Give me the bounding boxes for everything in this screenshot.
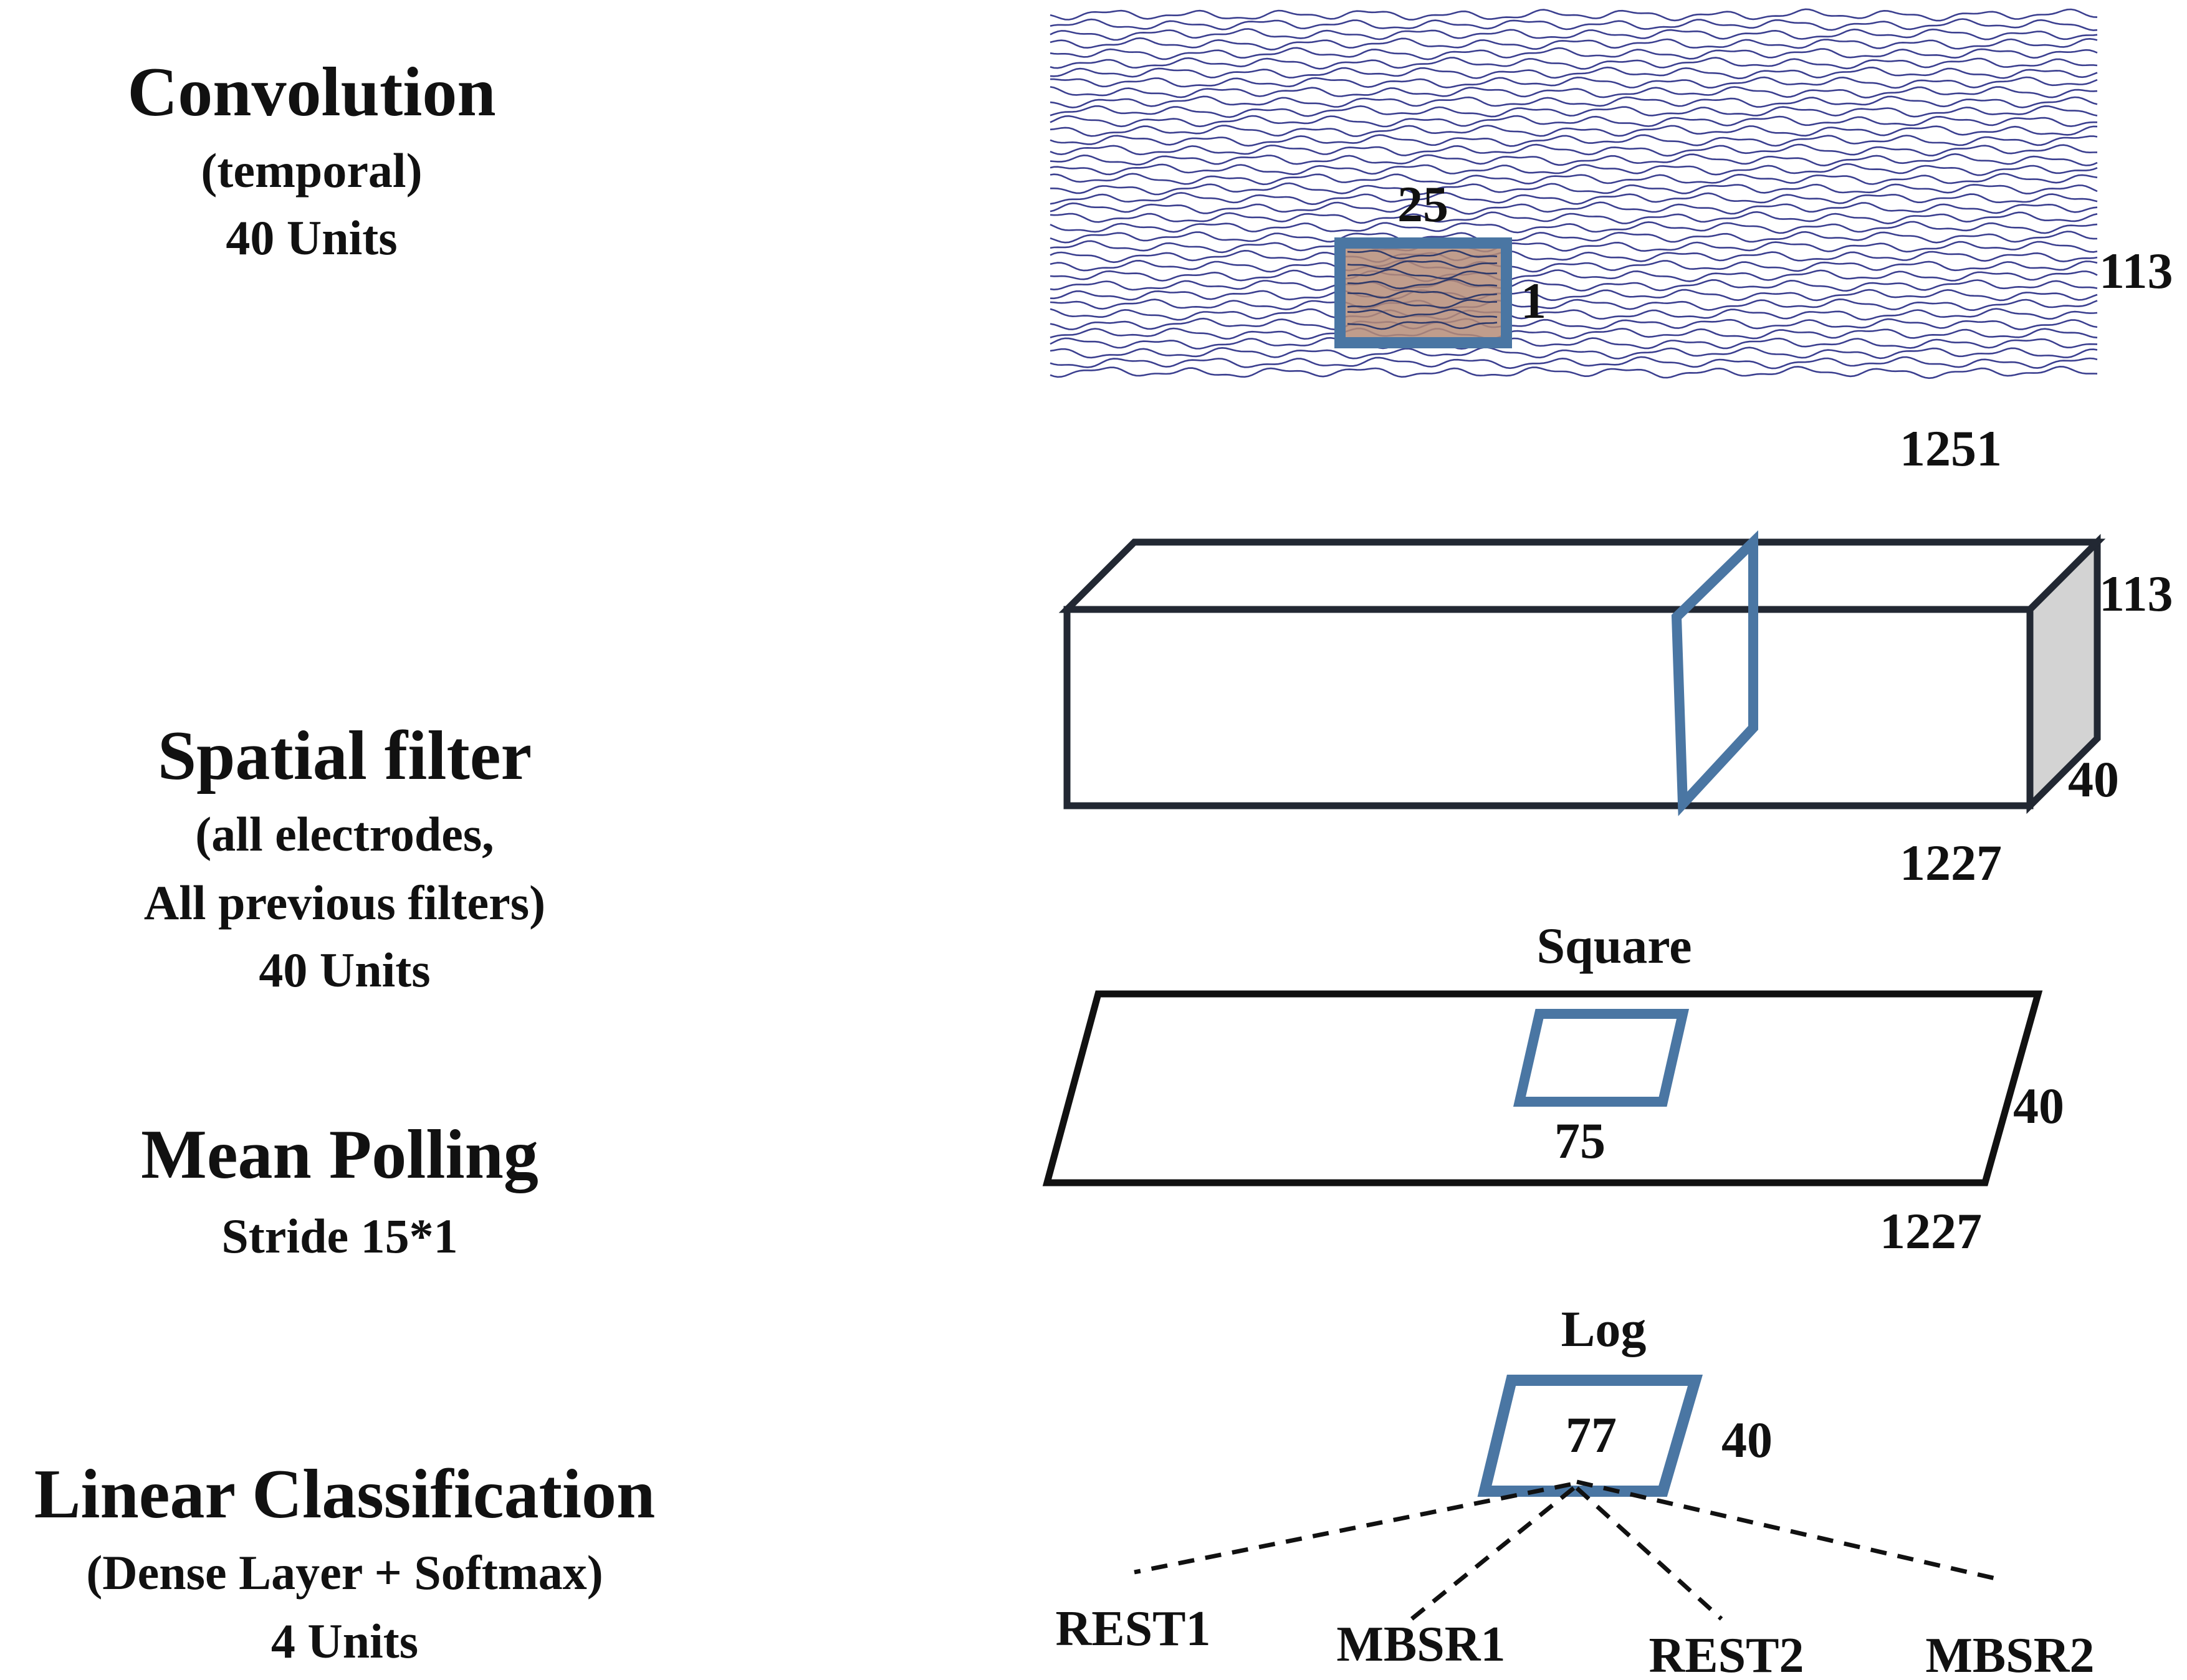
- eeg-waveforms: [1050, 8, 2098, 379]
- eeg-trace: [1050, 76, 2098, 89]
- pooling-window-label: 75: [1554, 1112, 1606, 1169]
- kernel-trace: [1347, 321, 1498, 330]
- eeg-trace: [1050, 37, 2098, 51]
- eeg-trace: [1050, 221, 2098, 234]
- kernel-trace: [1347, 249, 1498, 260]
- class-label-rest1: REST1: [1056, 1601, 1211, 1656]
- eeg-trace: [1050, 18, 2098, 31]
- connector-mbsr2: [1576, 1479, 2001, 1582]
- eeg-trace: [1050, 279, 2098, 292]
- pooling-plane: [1042, 990, 2043, 1186]
- kernel-waveforms: [1347, 249, 1498, 330]
- classification-units: 4 Units: [271, 1614, 418, 1668]
- eeg-trace: [1050, 298, 2098, 312]
- square-op-label: Square: [1536, 917, 1692, 974]
- eeg-trace: [1050, 47, 2098, 60]
- spatial-length-label: 1227: [1900, 834, 2002, 891]
- kernel-height-label: 1: [1521, 272, 1546, 329]
- pooling-title: Mean Polling: [141, 1116, 538, 1193]
- stage-spatial-label: Spatial filter (all electrodes, All prev…: [144, 717, 545, 997]
- kernel-trace: [1347, 269, 1498, 280]
- classification-subtitle: (Dense Layer + Softmax): [86, 1545, 603, 1600]
- eeg-trace: [1050, 57, 2098, 70]
- eeg-trace: [1050, 182, 2098, 196]
- conv-length-label: 1251: [1900, 420, 2002, 477]
- spatial-title: Spatial filter: [158, 717, 532, 795]
- eeg-trace: [1050, 249, 2098, 264]
- kernel-trace: [1347, 290, 1498, 300]
- eeg-trace: [1050, 231, 2098, 244]
- eeg-trace: [1050, 240, 2098, 254]
- spatial-channels-label: 113: [2099, 565, 2173, 622]
- eeg-trace: [1050, 28, 2098, 41]
- convolution-title: Convolution: [127, 54, 495, 131]
- kernel-trace: [1347, 298, 1498, 309]
- eeg-trace: [1050, 201, 2098, 215]
- conv-channels-label: 113: [2099, 242, 2173, 299]
- connector-rest1: [1134, 1482, 1571, 1575]
- eeg-trace: [1050, 356, 2098, 370]
- kernel-trace: [1347, 308, 1498, 318]
- eeg-trace: [1050, 105, 2098, 118]
- box-front-face: [1063, 606, 2034, 809]
- stage-pooling-label: Mean Polling Stride 15*1: [141, 1116, 538, 1263]
- eeg-trace: [1050, 269, 2098, 282]
- stage-classification-label: Linear Classification (Dense Layer + Sof…: [34, 1456, 656, 1668]
- eeg-trace: [1050, 346, 2098, 360]
- classification-title: Linear Classification: [34, 1456, 656, 1533]
- log-size-label: 77: [1566, 1406, 1617, 1463]
- eeg-trace: [1050, 308, 2098, 321]
- eeg-signal-block: 25 1 113 1251: [1050, 8, 2173, 477]
- log-depth-label: 40: [1721, 1411, 1773, 1468]
- convolution-subtitle: (temporal): [201, 143, 422, 198]
- eeg-trace: [1050, 336, 2098, 350]
- eeg-trace: [1050, 192, 2098, 206]
- class-labels: REST1 MBSR1 REST2 MBSR2: [1056, 1601, 2095, 1680]
- spatial-units: 40 Units: [259, 943, 430, 997]
- kernel-width-label: 25: [1397, 176, 1448, 232]
- pooling-subtitle: Stride 15*1: [221, 1209, 457, 1263]
- eeg-trace: [1050, 125, 2098, 137]
- spatial-subtitle-1: (all electrodes,: [195, 807, 494, 861]
- classification-connections: [1134, 1479, 2001, 1621]
- log-op-label: Log: [1561, 1301, 1647, 1357]
- pooling-window: [1513, 1009, 1690, 1107]
- eeg-trace: [1050, 153, 2098, 167]
- eeg-trace: [1050, 134, 2098, 147]
- spatial-depth-label: 40: [2068, 751, 2119, 808]
- connector-mbsr1: [1410, 1486, 1576, 1621]
- stage-convolution-label: Convolution (temporal) 40 Units: [127, 54, 495, 265]
- kernel-trace: [1347, 278, 1498, 290]
- pooling-depth-label: 40: [2013, 1077, 2064, 1134]
- spatial-subtitle-2: All previous filters): [144, 876, 545, 930]
- eeg-trace: [1050, 163, 2098, 176]
- eeg-trace: [1050, 365, 2098, 379]
- eeg-trace: [1050, 211, 2098, 225]
- eeg-trace: [1050, 143, 2098, 157]
- eeg-trace: [1050, 8, 2098, 22]
- spatial-filter-slice: [1671, 530, 1758, 816]
- square-pooling-block: Square 75 40 1227: [1042, 917, 2064, 1259]
- spatial-filter-box: 113 40 1227: [1058, 530, 2173, 891]
- eeg-trace: [1050, 173, 2098, 186]
- class-label-mbsr1: MBSR1: [1336, 1617, 1505, 1672]
- eeg-trace: [1050, 115, 2097, 128]
- class-label-rest2: REST2: [1649, 1628, 1804, 1680]
- log-block: Log 77 40: [1477, 1301, 1773, 1497]
- eeg-trace: [1050, 317, 2098, 331]
- eeg-trace: [1050, 289, 2098, 302]
- pooling-length-label: 1227: [1880, 1203, 1982, 1259]
- eeg-trace: [1050, 95, 2098, 108]
- eeg-trace: [1050, 327, 2098, 340]
- eeg-trace: [1050, 66, 2098, 80]
- convolution-units: 40 Units: [226, 211, 397, 265]
- box-top-face: [1058, 538, 2106, 613]
- log-feature-box: [1477, 1375, 1703, 1497]
- eeg-trace: [1050, 86, 2098, 99]
- class-label-mbsr2: MBSR2: [1925, 1628, 2094, 1680]
- connector-rest2: [1575, 1486, 1723, 1621]
- kernel-trace: [1347, 260, 1498, 270]
- eeg-trace: [1050, 259, 2098, 273]
